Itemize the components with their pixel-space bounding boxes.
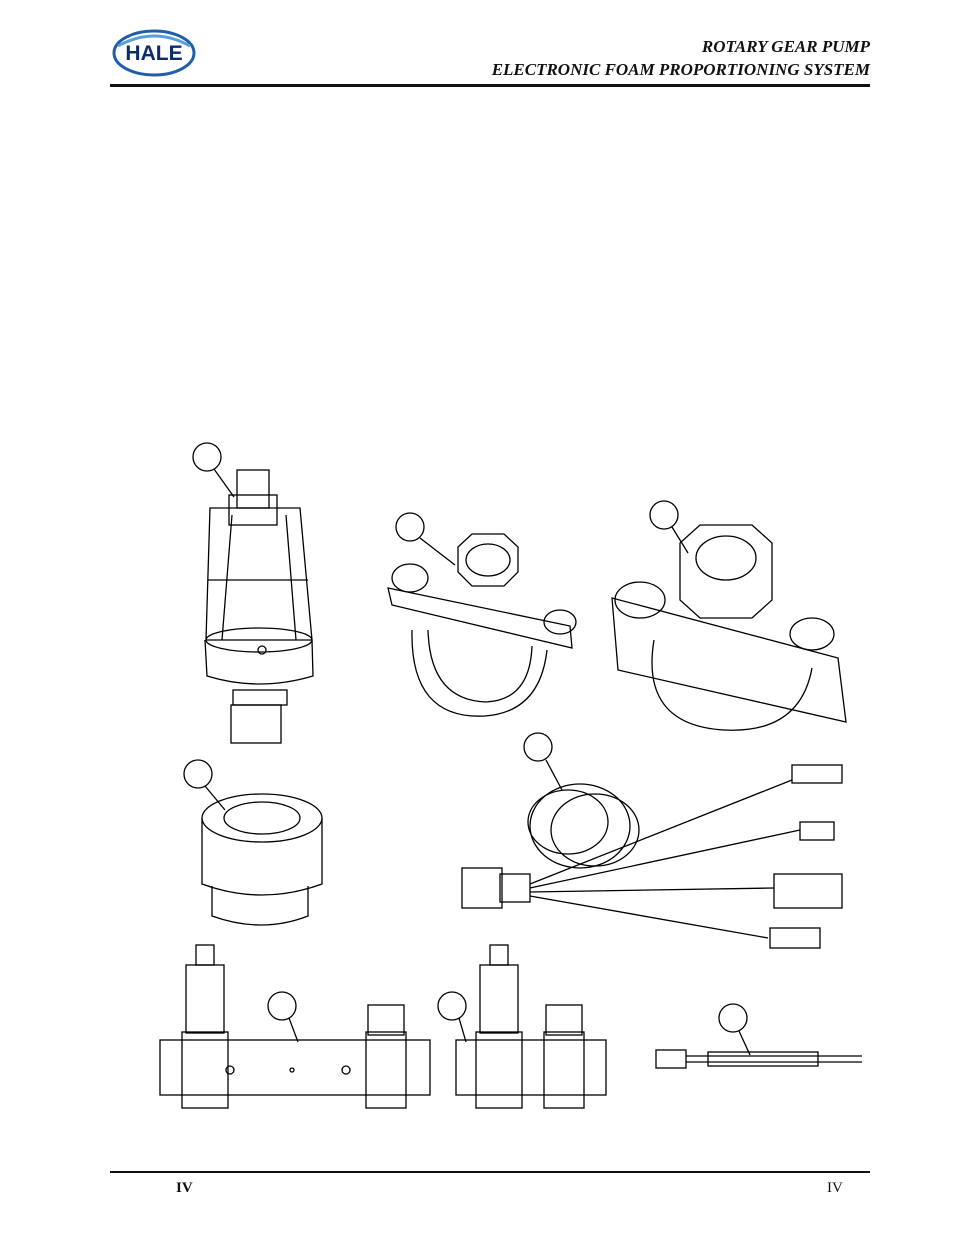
footer-left-page-label: IV <box>176 1180 193 1196</box>
doc-title-line2: ELECTRONIC FOAM PROPORTIONING SYSTEM <box>491 60 870 79</box>
adapter-collar-drawing <box>183 759 323 926</box>
jumper-cable-drawing <box>655 1003 862 1069</box>
long-manifold-drawing <box>159 944 431 1109</box>
pressure-sensor-drawing <box>192 442 314 744</box>
small-saddle-clamp-drawing <box>387 512 577 717</box>
svg-text:HALE: HALE <box>125 42 182 65</box>
footer-rule <box>110 1171 870 1173</box>
large-saddle-clamp-drawing <box>611 500 847 731</box>
footer-right-page-label: IV <box>827 1180 843 1196</box>
hale-logo: HALE <box>112 29 196 77</box>
header-rule <box>110 84 870 87</box>
short-manifold-drawing <box>437 944 607 1109</box>
cable-harness-drawing <box>461 732 843 949</box>
doc-title-line1: ROTARY GEAR PUMP <box>701 37 870 56</box>
